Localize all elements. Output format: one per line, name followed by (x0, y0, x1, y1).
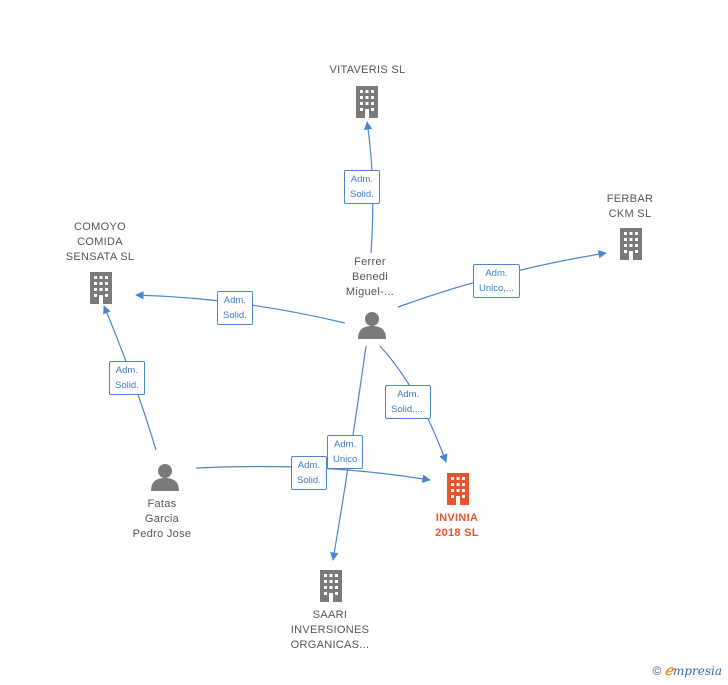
building-icon[interactable] (447, 473, 469, 505)
node-label-comoyo[interactable]: COMOYO COMIDA SENSATA SL (65, 221, 135, 263)
edge-label-ferrer-invinia[interactable]: Adm. Solid.,... (385, 385, 432, 419)
person-icon[interactable] (358, 312, 386, 339)
edge-label-ferrer-vitaveris[interactable]: Adm. Solid. (344, 170, 380, 204)
copyright-icon: © (652, 664, 662, 678)
edge-label-ferrer-saari[interactable]: Adm. Unico (327, 435, 364, 469)
building-icon[interactable] (320, 570, 342, 602)
person-icon[interactable] (151, 464, 179, 491)
edge-label-fatas-invinia[interactable]: Adm. Solid. (291, 456, 327, 490)
edge-label-ferrer-comoyo[interactable]: Adm. Solid. (217, 291, 253, 325)
node-label-ferrer[interactable]: Ferrer Benedi Miguel-... (345, 256, 395, 298)
building-icon[interactable] (356, 86, 378, 118)
edge-label-ferrer-ferbar[interactable]: Adm. Unico,... (473, 264, 520, 298)
node-label-vitaveris[interactable]: VITAVERIS SL (329, 64, 406, 76)
building-icon[interactable] (90, 272, 112, 304)
edge-label-fatas-comoyo[interactable]: Adm. Solid. (109, 361, 145, 395)
node-label-saari[interactable]: SAARI INVERSIONES ORGANICAS... (290, 609, 370, 651)
brand-logo: ℯmpresia (664, 663, 722, 679)
node-label-ferbar[interactable]: FERBAR CKM SL (606, 193, 654, 220)
node-label-fatas[interactable]: Fatas Garcia Pedro Jose (132, 498, 192, 540)
building-icon[interactable] (620, 228, 642, 260)
footer-brand: © ℯmpresia (652, 663, 722, 679)
node-label-invinia[interactable]: INVINIA 2018 SL (435, 512, 479, 539)
